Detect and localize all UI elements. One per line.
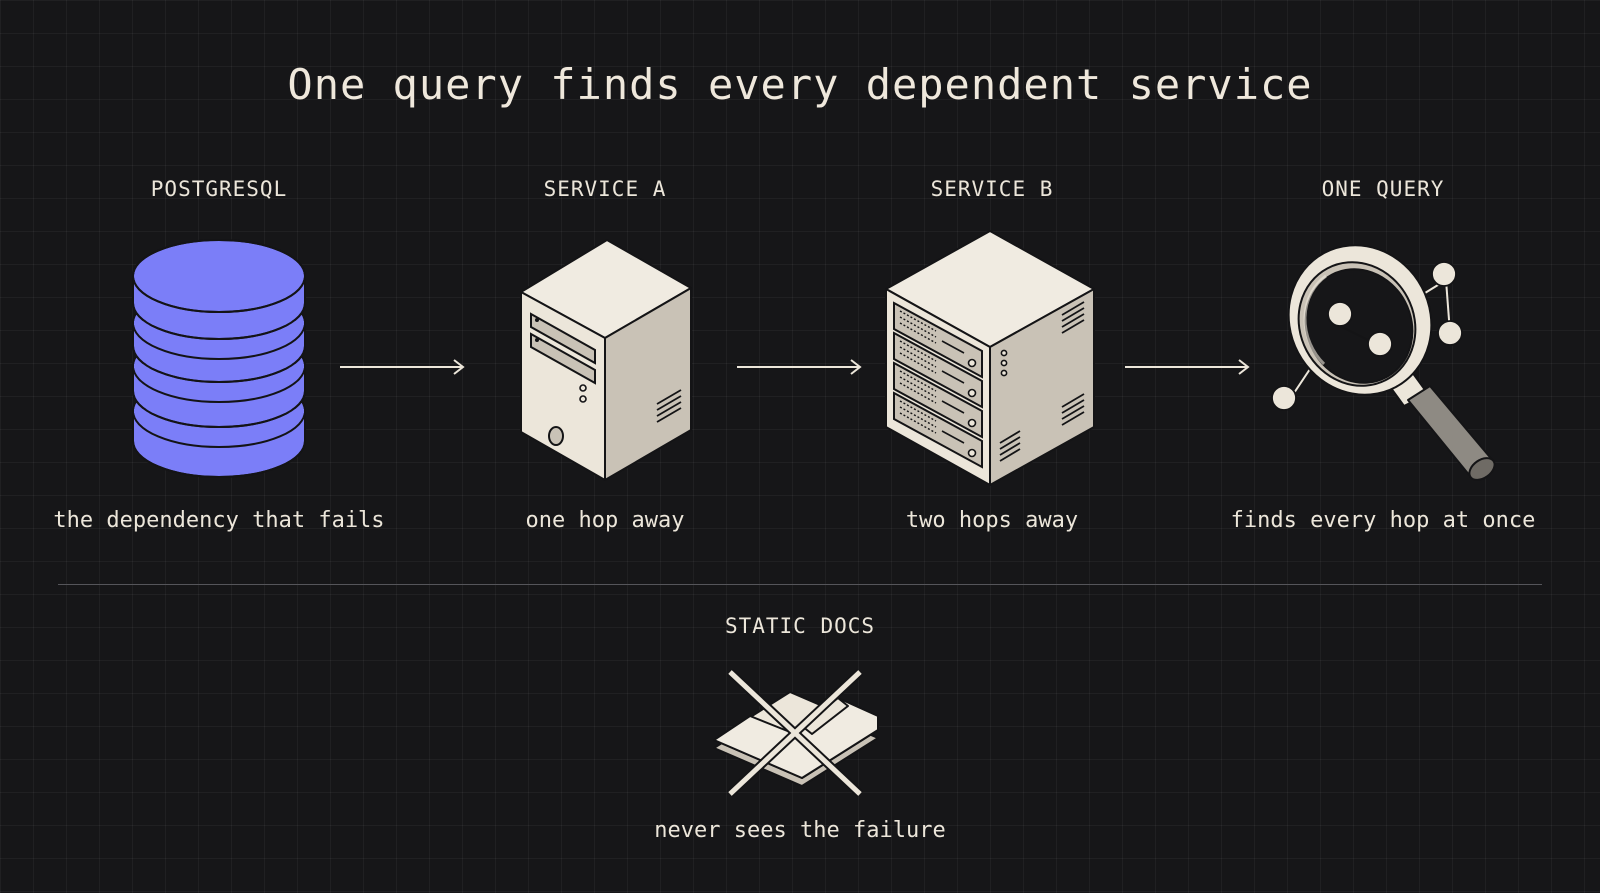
arrow-2 — [737, 359, 862, 375]
magnifier-graph-icon — [1271, 244, 1496, 481]
node-label-service-b: SERVICE B — [930, 177, 1054, 201]
node-caption-service-a: one hop away — [525, 508, 685, 533]
database-icon — [132, 239, 306, 478]
node-caption-postgresql: the dependency that fails — [53, 508, 385, 533]
arrow-3 — [1125, 359, 1250, 375]
section-divider — [58, 584, 1542, 585]
server-tower-icon — [520, 239, 692, 481]
static-docs-caption: never sees the failure — [654, 818, 946, 843]
crossed-out-docs-icon — [713, 668, 879, 798]
node-caption-service-b: two hops away — [905, 508, 1079, 533]
server-rack-icon — [885, 230, 1095, 486]
node-label-postgresql: POSTGRESQL — [150, 177, 288, 201]
page-title: One query finds every dependent service — [287, 60, 1313, 109]
node-label-service-a: SERVICE A — [543, 177, 667, 201]
node-label-one-query: ONE QUERY — [1321, 177, 1445, 201]
node-caption-one-query: finds every hop at once — [1230, 508, 1536, 533]
static-docs-label: STATIC DOCS — [724, 614, 876, 638]
arrow-1 — [340, 359, 465, 375]
